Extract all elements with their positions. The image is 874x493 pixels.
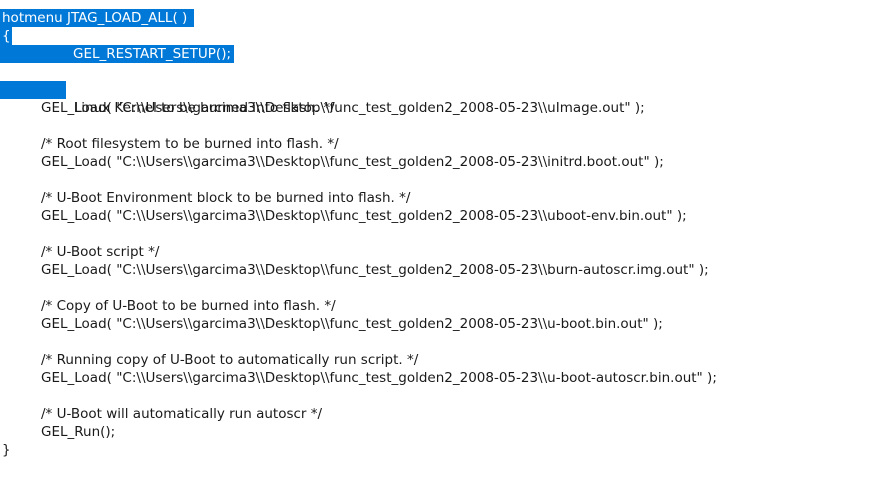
code-line-comment-copy-uboot[interactable]: /* Copy of U-Boot to be burned into flas… bbox=[41, 298, 336, 314]
code-line-gel-load-burn-autoscr[interactable]: GEL_Load( "C:\\Users\\garcima3\\Desktop\… bbox=[41, 262, 709, 278]
code-line-gel-load-u-boot[interactable]: GEL_Load( "C:\\Users\\garcima3\\Desktop\… bbox=[41, 316, 663, 332]
code-line-gel-load-u-boot-autoscr[interactable]: GEL_Load( "C:\\Users\\garcima3\\Desktop\… bbox=[41, 370, 717, 386]
code-line-close-brace[interactable]: } bbox=[2, 442, 11, 458]
code-line-comment-running-copy[interactable]: /* Running copy of U-Boot to automatical… bbox=[41, 352, 419, 368]
selection-highlight-blank-line bbox=[0, 81, 66, 99]
code-line-gel-load-uboot-env[interactable]: GEL_Load( "C:\\Users\\garcima3\\Desktop\… bbox=[41, 208, 687, 224]
selected-comment-start: /* bbox=[58, 100, 74, 116]
code-line-comment-uboot-script[interactable]: /* U-Boot script */ bbox=[41, 244, 160, 260]
comment-text: Linux Kernel to be burned into flash. */ bbox=[73, 100, 335, 116]
code-line-gel-run[interactable]: GEL_Run(); bbox=[41, 424, 116, 440]
selection-highlight-line-3 bbox=[0, 45, 234, 63]
code-line-comment-autoscr[interactable]: /* U-Boot will automatically run autoscr… bbox=[41, 406, 323, 422]
code-line-hotmenu[interactable]: hotmenu JTAG_LOAD_ALL( ) bbox=[2, 10, 188, 26]
code-line-gel-restart-setup[interactable]: GEL_RESTART_SETUP(); bbox=[73, 46, 232, 62]
code-line-open-brace[interactable]: { bbox=[2, 28, 11, 44]
code-line-comment-uboot-env[interactable]: /* U-Boot Environment block to be burned… bbox=[41, 190, 411, 206]
selection-highlight-line-1 bbox=[0, 9, 194, 27]
selection-highlight-line-2 bbox=[0, 27, 12, 45]
code-line-comment-linux-kernel[interactable]: /* Linux Kernel to be burned into flash.… bbox=[41, 81, 335, 116]
code-line-comment-root-fs[interactable]: /* Root filesystem to be burned into fla… bbox=[41, 136, 339, 152]
code-line-gel-load-uimage[interactable]: GEL_Load( "C:\\Users\\garcima3\\Desktop\… bbox=[41, 100, 645, 116]
code-line-gel-load-initrd[interactable]: GEL_Load( "C:\\Users\\garcima3\\Desktop\… bbox=[41, 154, 664, 170]
